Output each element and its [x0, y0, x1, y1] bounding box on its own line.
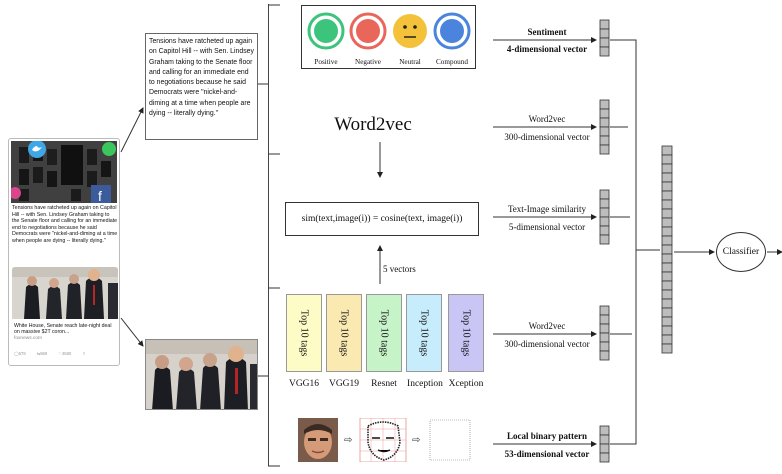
- sentiment-box: Positive Negative Neutral Compound: [301, 5, 476, 69]
- model-label-vgg16: VGG16: [288, 379, 320, 389]
- word2vec-title: Word2vec: [334, 114, 412, 135]
- sentiment-label-positive: Positive: [314, 58, 338, 66]
- concat-cell: [661, 271, 673, 282]
- concat-cell: [661, 217, 673, 228]
- model-label-xception: Xception: [448, 379, 484, 389]
- tag-box-vgg19: Top 10 tags: [326, 294, 362, 372]
- vector-sub-similarity: 5-dimensional vector: [508, 222, 586, 232]
- concat-cell: [661, 190, 673, 201]
- vector-title-lbp: Local binary pattern: [507, 431, 587, 441]
- like-icon[interactable]: ♡4580: [58, 351, 72, 356]
- feature-panel: [268, 4, 490, 466]
- concatenated-vector: [661, 145, 673, 354]
- sentiment-label-negative: Negative: [355, 58, 381, 66]
- arrow-icon: ⇨: [344, 435, 352, 446]
- concat-cell: [661, 199, 673, 210]
- concat-cell: [661, 307, 673, 318]
- concat-cell: [661, 343, 673, 354]
- lbp-pipeline-images: ⇨ ⇨: [298, 418, 471, 462]
- retweet-icon[interactable]: ⇆869: [36, 351, 48, 356]
- tag-box-xception: Top 10 tags: [448, 294, 484, 372]
- sentiment-label-neutral: Neutral: [399, 58, 421, 66]
- face-photo: [298, 418, 338, 462]
- concat-cell: [661, 163, 673, 174]
- positive-face-icon: [307, 12, 345, 50]
- tweet-headline: White House, Senate reach late-night dea…: [14, 323, 112, 336]
- concat-cell: [661, 334, 673, 345]
- vector-title-similarity: Text-Image similarity: [507, 204, 587, 214]
- concat-cell: [661, 289, 673, 300]
- tweet-actions: ◯578 ⇆869 ♡4580 ⇧: [14, 351, 114, 356]
- vector-sub-sentiment: 4-dimensional vector: [506, 44, 588, 54]
- concat-cell: [661, 244, 673, 255]
- tweet-photo: [12, 267, 118, 319]
- vector-sub-word2vec-image: 300-dimensional vector: [504, 339, 590, 349]
- concat-cell: [661, 262, 673, 273]
- vector-title-sentiment: Sentiment: [527, 27, 567, 37]
- neutral-face-icon: [393, 14, 427, 48]
- svg-text:f: f: [98, 188, 102, 203]
- facebook-icon: [91, 185, 111, 203]
- tweet-media-image: f: [9, 140, 117, 204]
- tweet-source: foxnews.com: [14, 336, 42, 341]
- concat-cell: [661, 325, 673, 336]
- concat-cell: [661, 154, 673, 165]
- tweet-text-box: Tensions have ratcheted up again on Capi…: [145, 33, 258, 140]
- tag-box-resnet: Top 10 tags: [366, 294, 402, 372]
- tweet-card: f Tensions have ratcheted up again on Ca…: [8, 138, 120, 366]
- model-label-resnet: Resnet: [371, 379, 397, 389]
- vector-title-word2vec-text: Word2vec: [528, 114, 566, 124]
- model-label-inception: Inception: [407, 379, 443, 389]
- concat-cell: [661, 253, 673, 264]
- tag-box-inception: Top 10 tags: [406, 294, 442, 372]
- five-vectors-label: 5 vectors: [383, 264, 416, 274]
- vector-sub-lbp: 53-dimensional vector: [504, 449, 590, 459]
- concat-cell: [661, 145, 673, 156]
- concat-cell: [661, 280, 673, 291]
- vector-title-word2vec-image: Word2vec: [528, 321, 566, 331]
- classifier-node: Classifier: [716, 232, 766, 272]
- concat-cell: [661, 208, 673, 219]
- tweet-image-box: [145, 339, 258, 410]
- whatsapp-icon: [102, 142, 116, 156]
- concat-cell: [661, 316, 673, 327]
- lbp-histogram-grid: [429, 419, 471, 461]
- concat-cell: [661, 298, 673, 309]
- concat-cell: [661, 181, 673, 192]
- concat-cell: [661, 226, 673, 237]
- negative-face-icon: [349, 12, 387, 50]
- reply-icon[interactable]: ◯578: [14, 351, 26, 356]
- tag-box-vgg16: Top 10 tags: [286, 294, 322, 372]
- concat-cell: [661, 235, 673, 246]
- model-label-vgg19: VGG19: [328, 379, 360, 389]
- similarity-formula-box: sim(text,image(i)) = cosine(text, image(…: [285, 202, 479, 236]
- compound-face-icon: [433, 12, 471, 50]
- instagram-icon: [9, 187, 21, 199]
- tweet-text: Tensions have ratcheted up again on Capi…: [12, 205, 118, 244]
- share-icon[interactable]: ⇧: [82, 351, 86, 356]
- concat-cell: [661, 172, 673, 183]
- arrow-icon: ⇨: [412, 435, 420, 446]
- vector-sub-word2vec-text: 300-dimensional vector: [504, 132, 590, 142]
- lbp-grid-image: [359, 418, 407, 462]
- sentiment-label-compound: Compound: [436, 58, 468, 66]
